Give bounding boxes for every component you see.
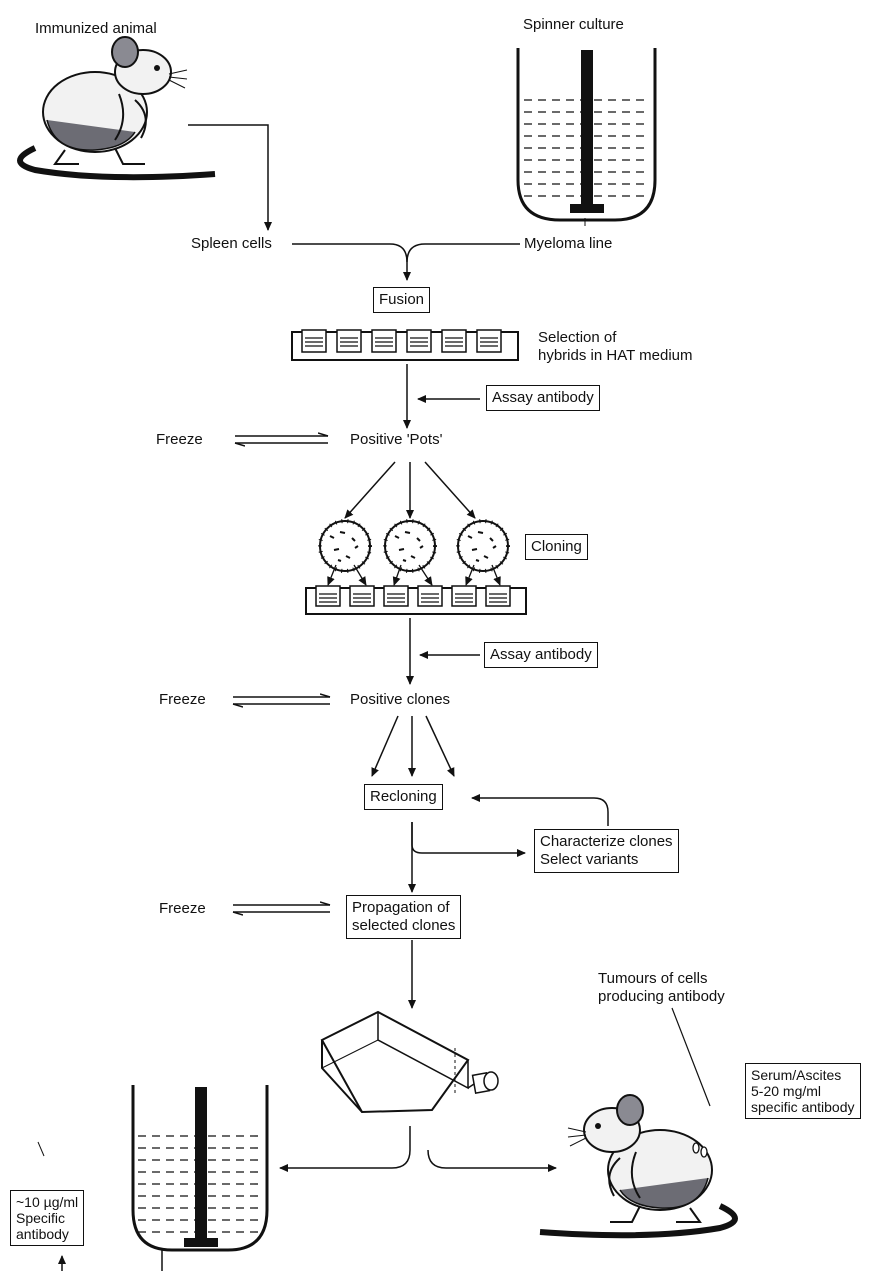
colony-dish-icon: [456, 519, 510, 573]
assay-antibody-box: Assay antibody: [486, 385, 600, 411]
characterize-line-2: Select variants: [540, 851, 639, 868]
positive-pots-label: Positive 'Pots': [350, 431, 443, 448]
positive-clones-label: Positive clones: [350, 691, 451, 708]
characterize-line-1: Characterize clones: [540, 833, 673, 850]
colony-dish-icon: [383, 519, 437, 573]
selection-label: Selection of hybrids in HAT medium: [538, 329, 693, 365]
immunized-animal-label: Immunized animal: [35, 20, 157, 37]
myeloma-line-label: Myeloma line: [524, 235, 613, 252]
propagation-line-1: Propagation of: [352, 899, 450, 916]
colony-dish-icon: [318, 519, 372, 573]
selection-line-1: Selection of: [538, 329, 617, 346]
immunized-mouse-icon: [20, 37, 215, 177]
tumour-bearing-mouse-icon: [540, 1095, 735, 1235]
culture-yield-line-1: ~10 µg/ml: [16, 1194, 79, 1210]
serum-line-3: specific antibody: [751, 1099, 855, 1115]
assay-antibody-box: Assay antibody: [484, 642, 598, 668]
freeze-label: Freeze: [159, 691, 206, 708]
culture-yield-box: ~10 µg/ml Specific antibody: [10, 1190, 85, 1246]
selection-line-2: hybrids in HAT medium: [538, 347, 693, 364]
tumours-line-2: producing antibody: [598, 988, 725, 1005]
culture-flask-icon: [320, 1010, 499, 1114]
propagation-box: Propagation of selected clones: [346, 895, 462, 939]
serum-line-1: Serum/Ascites: [751, 1067, 842, 1083]
cloning-box: Cloning: [525, 534, 588, 560]
spinner-culture-vessel-icon: [131, 1085, 269, 1252]
well-plate-icon: [305, 585, 527, 615]
spleen-cells-label: Spleen cells: [191, 235, 272, 252]
characterize-clones-box: Characterize clones Select variants: [534, 829, 679, 873]
freeze-label: Freeze: [159, 900, 206, 917]
serum-ascites-box: Serum/Ascites 5-20 mg/ml specific antibo…: [745, 1063, 861, 1119]
tumours-label: Tumours of cells producing antibody: [598, 970, 725, 1006]
serum-line-2: 5-20 mg/ml: [751, 1083, 822, 1099]
freeze-label: Freeze: [156, 431, 203, 448]
spinner-culture-vessel-icon: [516, 48, 657, 222]
well-plate-icon: [291, 329, 519, 361]
spinner-culture-label: Spinner culture: [523, 16, 624, 33]
recloning-box: Recloning: [364, 784, 443, 810]
culture-yield-line-2: Specific: [16, 1210, 66, 1226]
propagation-line-2: selected clones: [352, 917, 456, 934]
culture-yield-line-3: antibody: [16, 1226, 69, 1242]
fusion-box: Fusion: [373, 287, 431, 313]
tumours-line-1: Tumours of cells: [598, 970, 708, 987]
